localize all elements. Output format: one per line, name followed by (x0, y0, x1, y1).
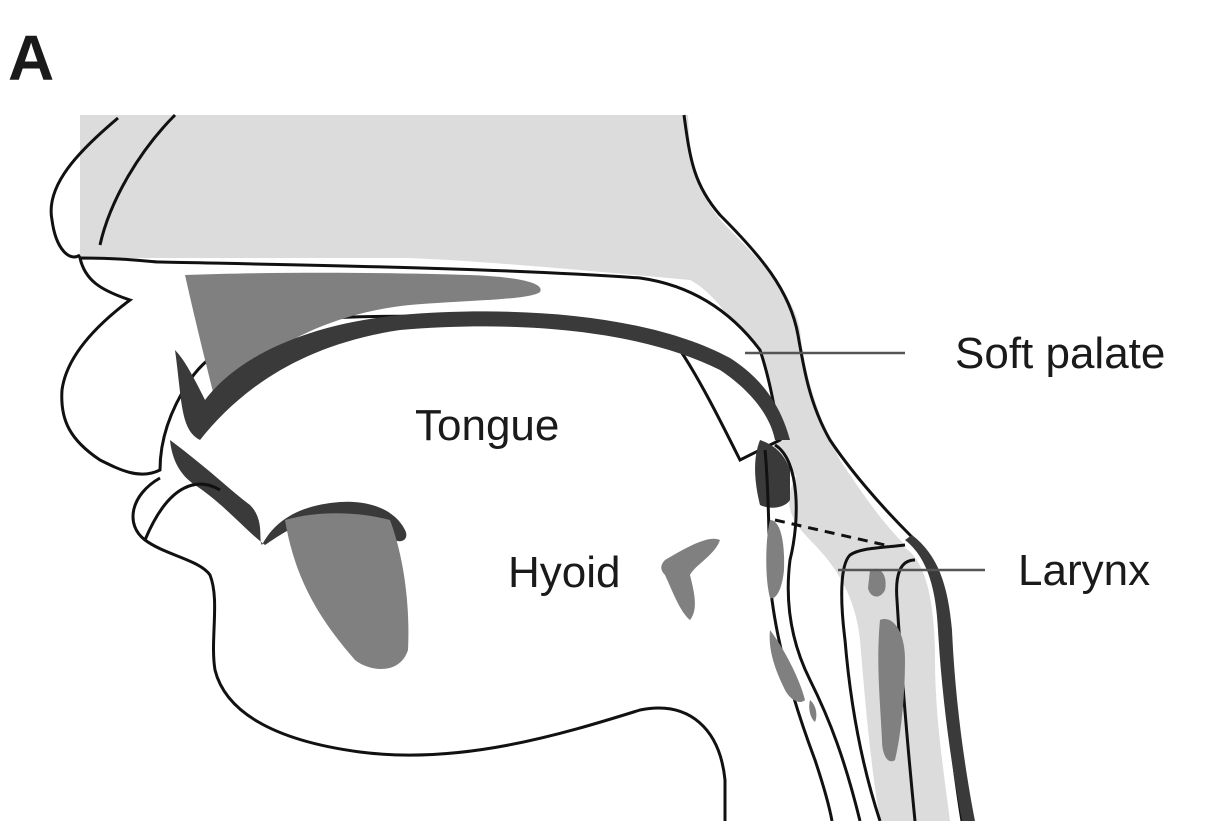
panel-label: A (8, 22, 54, 94)
laryngeal-cartilage-2 (770, 630, 805, 702)
hyoid-label: Hyoid (508, 548, 621, 597)
pharynx-airway (789, 470, 950, 821)
laryngeal-cartilage-3 (809, 700, 816, 722)
hyoid-bone (661, 539, 720, 620)
soft-palate-label: Soft palate (955, 329, 1165, 378)
chin-outline (133, 478, 725, 821)
mandible-bone (285, 513, 408, 669)
tongue-label: Tongue (415, 401, 559, 450)
laryngeal-cartilage-1 (766, 520, 784, 598)
larynx-label: Larynx (1018, 546, 1150, 595)
